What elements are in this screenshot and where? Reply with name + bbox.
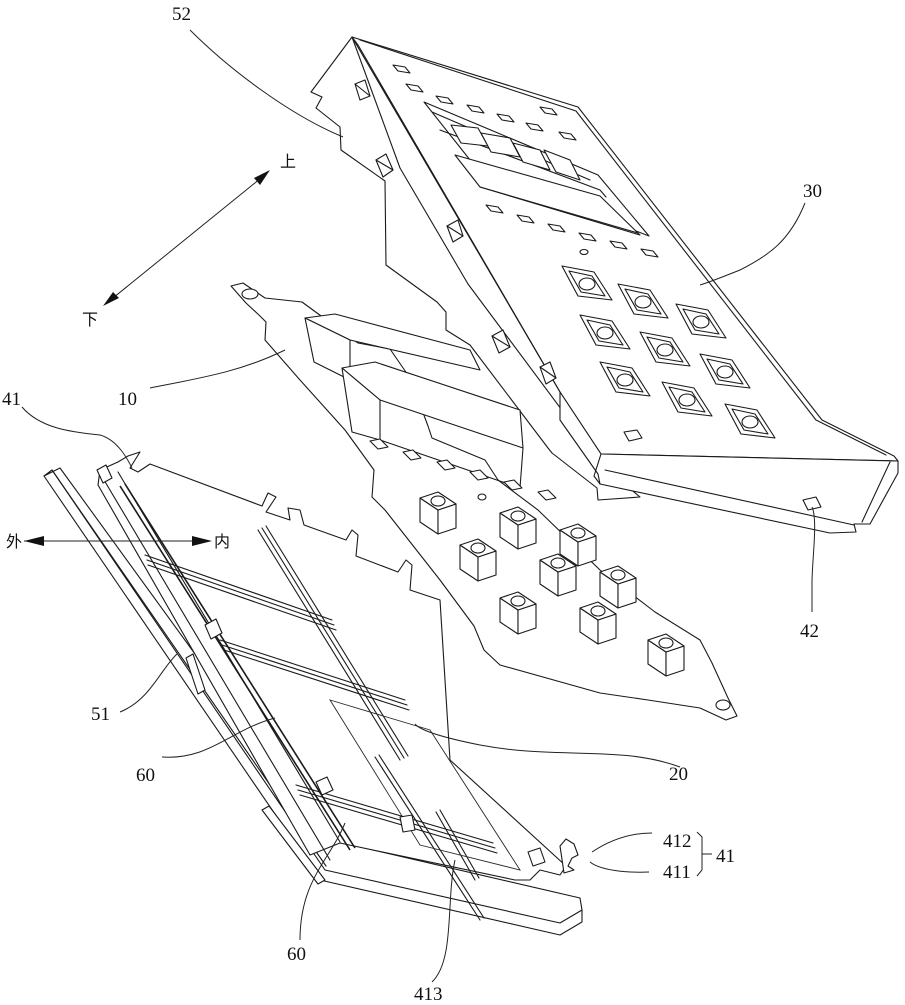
snap-hook-41 — [559, 838, 579, 874]
label-60-lower: 60 — [287, 944, 306, 965]
pcb-pads — [369, 438, 557, 501]
key-opening — [579, 314, 631, 350]
key-switch — [499, 591, 537, 635]
key-opening — [599, 361, 651, 397]
arrow-out-icon — [24, 536, 44, 546]
vent-row-top — [392, 64, 577, 141]
key-switch — [647, 633, 685, 677]
label-42: 42 — [800, 621, 819, 642]
circuit-board-10 — [230, 282, 738, 721]
key-opening — [561, 265, 613, 301]
label-41: 41 — [2, 389, 21, 410]
keypad-openings — [561, 265, 776, 439]
label-413: 413 — [414, 984, 443, 1000]
label-inner: 内 — [214, 532, 230, 551]
label-60-upper: 60 — [136, 765, 155, 786]
arrow-up-icon — [254, 170, 270, 185]
display-glass — [454, 154, 641, 236]
key-opening — [617, 283, 669, 319]
direction-up-down: 上 下 — [82, 152, 296, 329]
ribs-60 — [119, 483, 498, 921]
leader-lines — [21, 29, 816, 983]
key-switch — [579, 601, 617, 645]
label-412: 412 — [663, 831, 692, 852]
label-20: 20 — [669, 764, 688, 785]
key-opening — [699, 353, 751, 389]
label-51: 51 — [91, 704, 110, 725]
upper-housing-30 — [310, 36, 899, 534]
label-10: 10 — [118, 389, 137, 410]
arrow-in-icon — [192, 536, 212, 546]
label-down: 下 — [82, 310, 98, 329]
panel-20 — [328, 699, 521, 871]
key-opening — [639, 331, 691, 367]
key-opening — [661, 381, 713, 417]
key-switch — [539, 553, 577, 597]
frame-body — [97, 451, 567, 881]
vent-row-middle — [485, 204, 659, 258]
key-switch — [559, 523, 597, 567]
key-switch — [459, 538, 497, 582]
key-switch — [599, 565, 637, 609]
key-opening — [675, 303, 727, 339]
direction-out-in: 外 内 — [6, 532, 230, 551]
side-wall-latches — [354, 79, 822, 511]
label-up: 上 — [280, 152, 296, 171]
key-switch — [419, 491, 457, 535]
latch-blocks — [96, 464, 546, 885]
key-switch — [499, 506, 537, 550]
slot-42 — [802, 496, 822, 511]
label-411: 411 — [663, 862, 691, 883]
key-switches — [419, 491, 685, 677]
key-opening — [724, 403, 776, 439]
arrow-down-icon — [103, 292, 119, 306]
label-52: 52 — [172, 4, 191, 25]
bottom-frame — [43, 451, 583, 936]
label-41-group: 41 — [716, 846, 735, 867]
label-outer: 外 — [6, 532, 22, 551]
label-30: 30 — [803, 181, 822, 202]
